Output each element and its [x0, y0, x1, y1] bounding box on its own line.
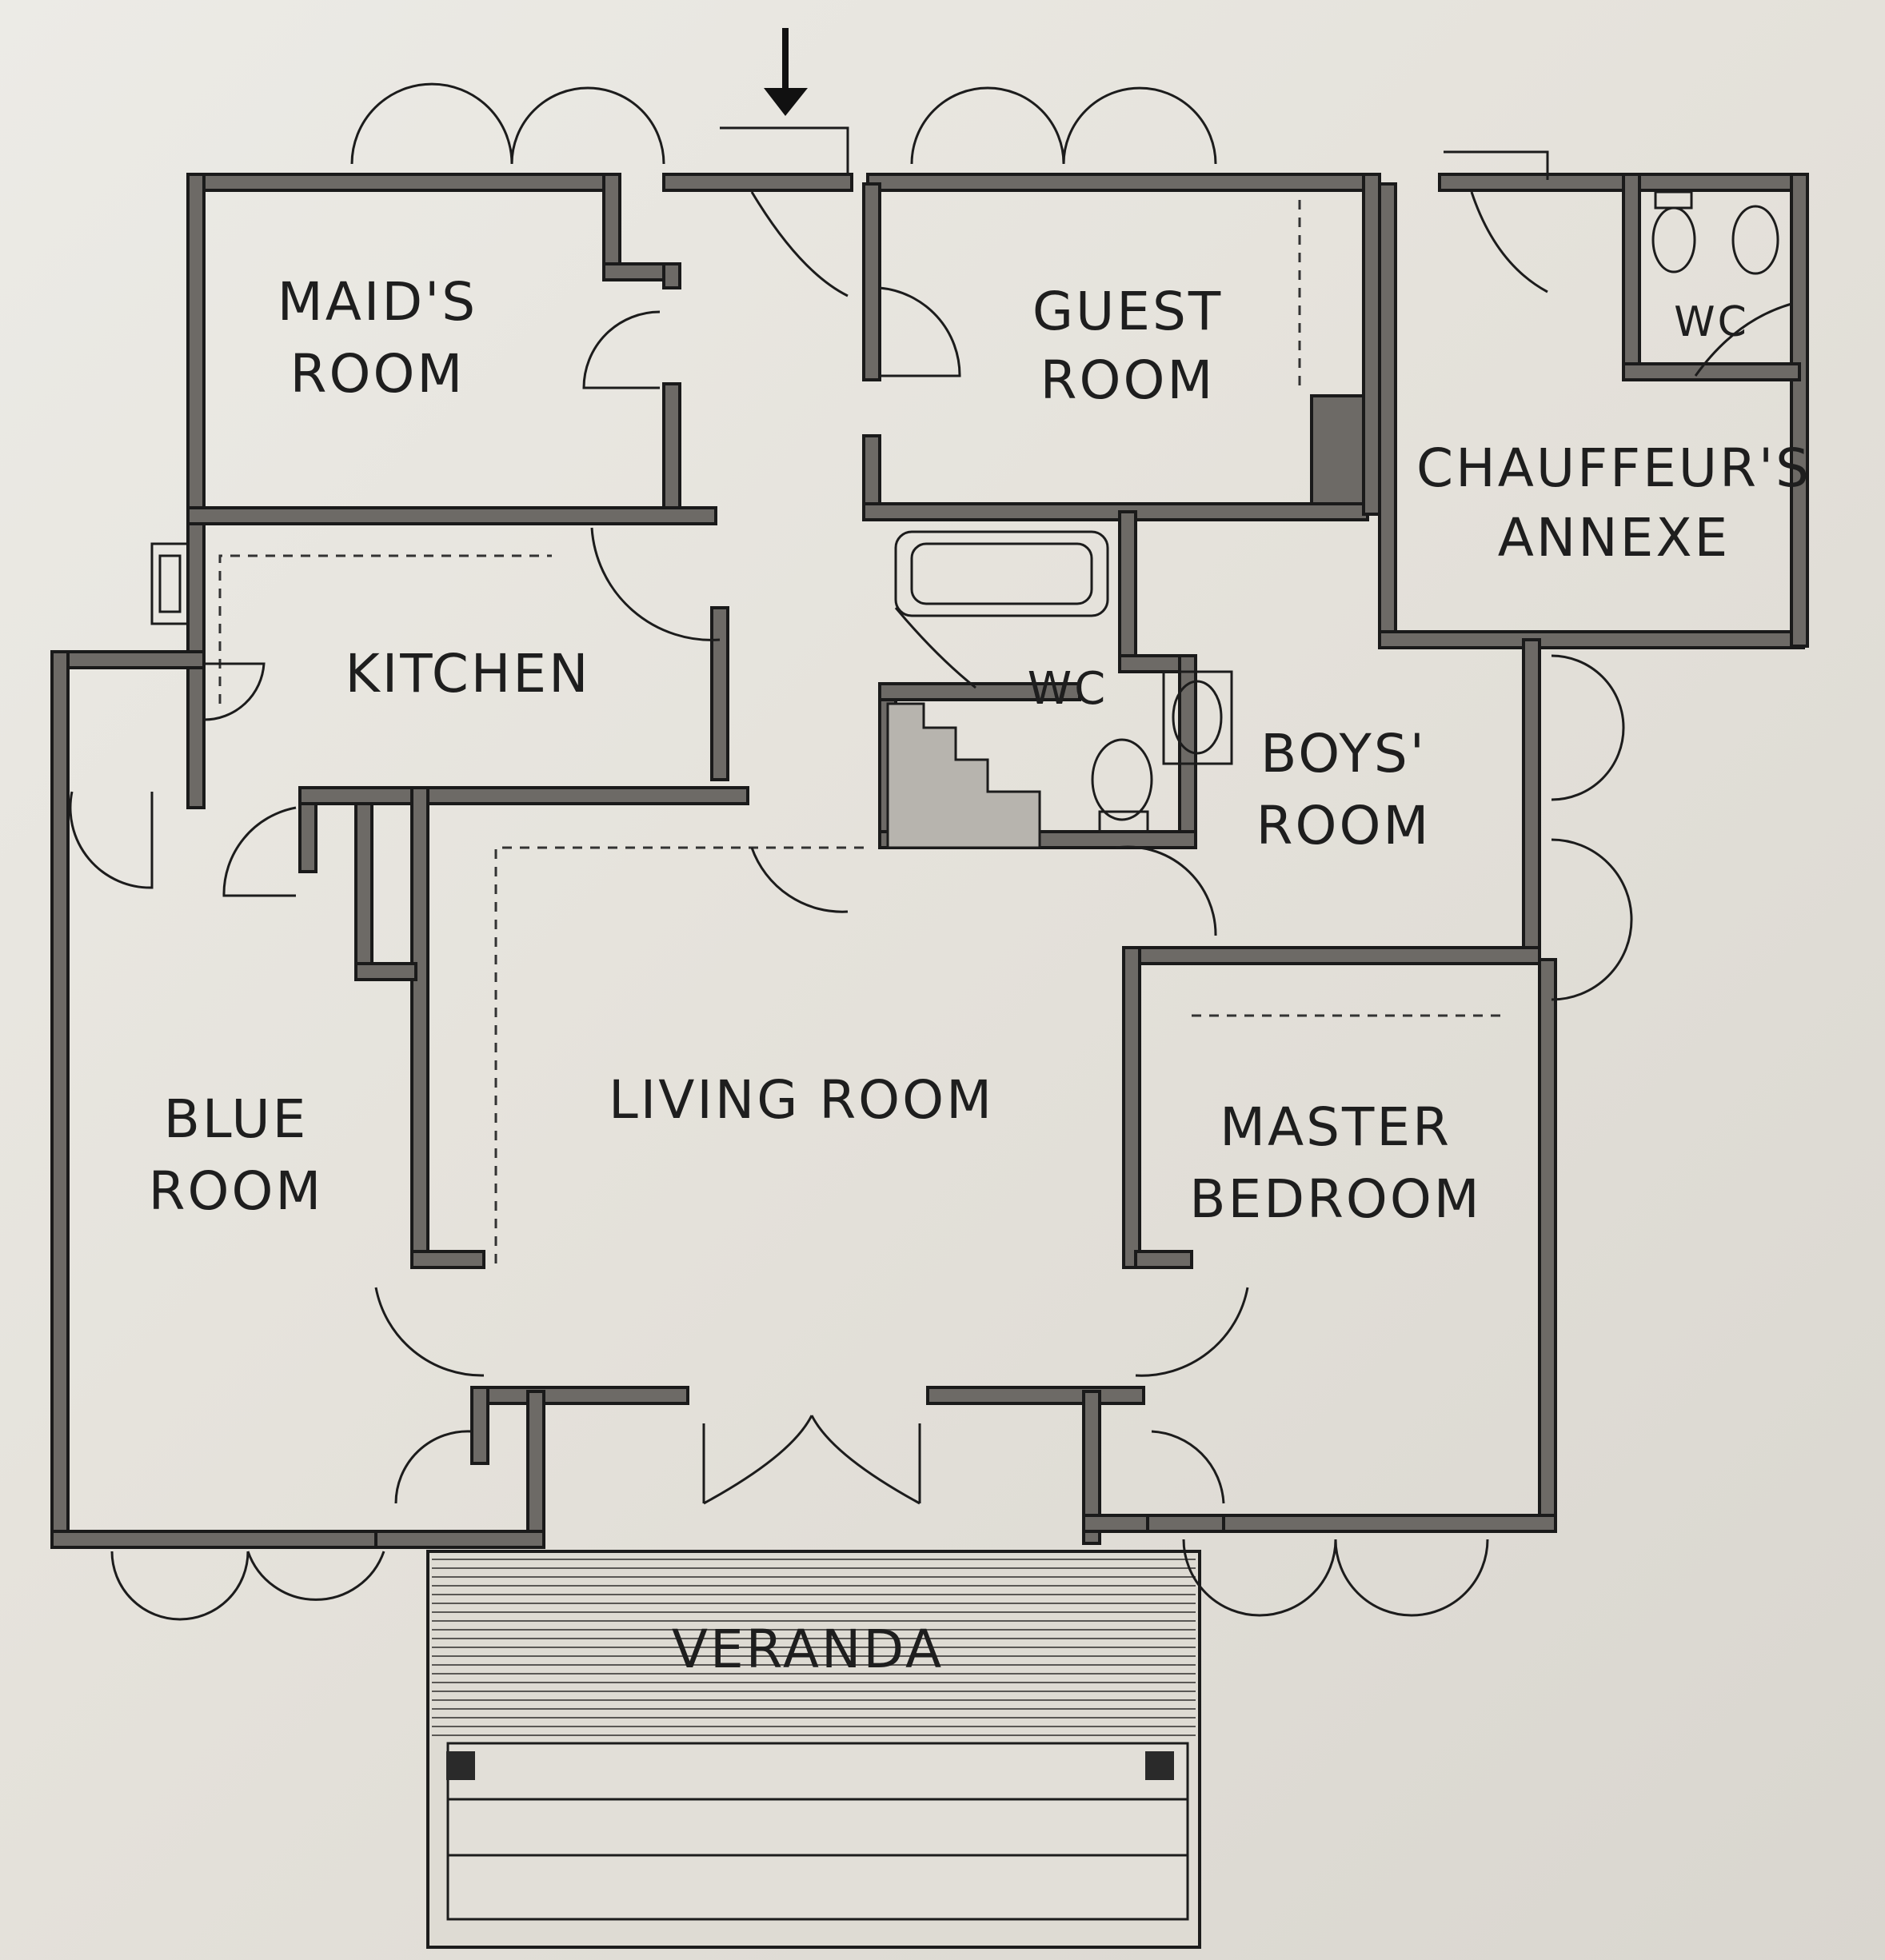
- veranda-deck: [426, 1550, 1201, 1949]
- wc-annexe-label: WC: [1674, 298, 1749, 346]
- blue-room-label-line2: ROOM: [149, 1160, 324, 1222]
- boys-room-label-line2: ROOM: [1256, 795, 1432, 856]
- guest-room-label-line2: ROOM: [1040, 349, 1216, 411]
- maids-room-label-line2: ROOM: [290, 343, 465, 405]
- room-labels: MAID'S ROOM GUEST ROOM CHAUFFEUR'S ANNEX…: [149, 271, 1811, 1680]
- chauffeurs-annexe-label-line2: ANNEXE: [1498, 507, 1731, 569]
- wc-main-label: WC: [1028, 663, 1108, 715]
- kitchen-label: KITCHEN: [345, 643, 591, 705]
- blue-room-label-line1: BLUE: [164, 1088, 309, 1150]
- chauffeurs-annexe-label-line1: CHAUFFEUR'S: [1416, 437, 1811, 499]
- veranda-label: VERANDA: [672, 1619, 944, 1680]
- boys-room-label-line1: BOYS': [1260, 723, 1427, 784]
- arrow-down-icon: [764, 28, 808, 116]
- dashed-lines: [218, 200, 1504, 1263]
- guest-room-label-line1: GUEST: [1032, 281, 1223, 342]
- living-room-label: LIVING ROOM: [609, 1069, 994, 1131]
- fixtures: [150, 190, 1779, 849]
- walls: [50, 173, 1809, 1549]
- door-swings: [69, 82, 1792, 1621]
- master-bedroom-label-line1: MASTER: [1220, 1096, 1452, 1158]
- master-bedroom-label-line2: BEDROOM: [1189, 1168, 1482, 1230]
- maids-room-label-line1: MAID'S: [278, 271, 477, 333]
